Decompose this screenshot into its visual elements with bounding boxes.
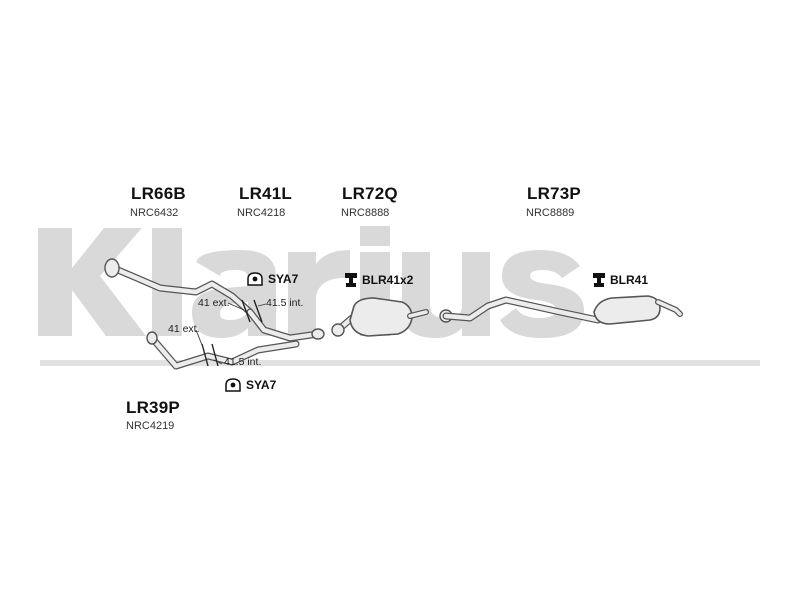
rubber-mount-icon <box>224 377 242 393</box>
fitting-label: SYA7 <box>268 272 299 286</box>
fitting-label: BLR41 <box>610 273 649 287</box>
fitting-label: BLR41x2 <box>362 273 414 287</box>
fitting-blr41x2: BLR41x2 <box>344 272 413 288</box>
oem-number-lr39p: NRC4219 <box>126 420 175 432</box>
part-code-lr66b: LR66B <box>131 184 186 203</box>
oem-number-lr72q: NRC8888 <box>341 207 390 219</box>
centre-silencer-lr72q <box>331 297 429 337</box>
annotation-41-ext-upper: 41 ext. <box>198 297 230 309</box>
annotation-41-5-int-lower: 41.5 int. <box>224 356 262 368</box>
intermediate-pipe-lr41l <box>246 308 325 342</box>
oem-number-lr73p: NRC8889 <box>526 207 575 219</box>
front-pipe-lr39p <box>146 331 300 370</box>
annotation-41-ext-lower: 41 ext. <box>168 323 200 335</box>
annotation-41-5-int-upper: 41.5 int. <box>266 297 304 309</box>
fitting-label: SYA7 <box>246 378 277 392</box>
front-pipe-lr66b <box>104 258 254 316</box>
part-code-lr73p: LR73P <box>527 184 581 203</box>
rear-silencer-lr73p <box>439 295 683 325</box>
rubber-mount-icon <box>246 271 264 287</box>
bolt-set-icon <box>592 272 606 288</box>
fitting-sya7-upper: SYA7 <box>246 271 298 287</box>
fitting-sya7-lower: SYA7 <box>224 377 276 393</box>
part-code-lr72q: LR72Q <box>342 184 398 203</box>
oem-number-lr41l: NRC4218 <box>237 207 286 219</box>
bolt-set-icon <box>344 272 358 288</box>
leader-lines <box>195 302 267 365</box>
fitting-blr41: BLR41 <box>592 272 648 288</box>
part-code-lr39p: LR39P <box>126 398 180 417</box>
part-code-lr41l: LR41L <box>239 184 292 203</box>
oem-number-lr66b: NRC6432 <box>130 207 179 219</box>
